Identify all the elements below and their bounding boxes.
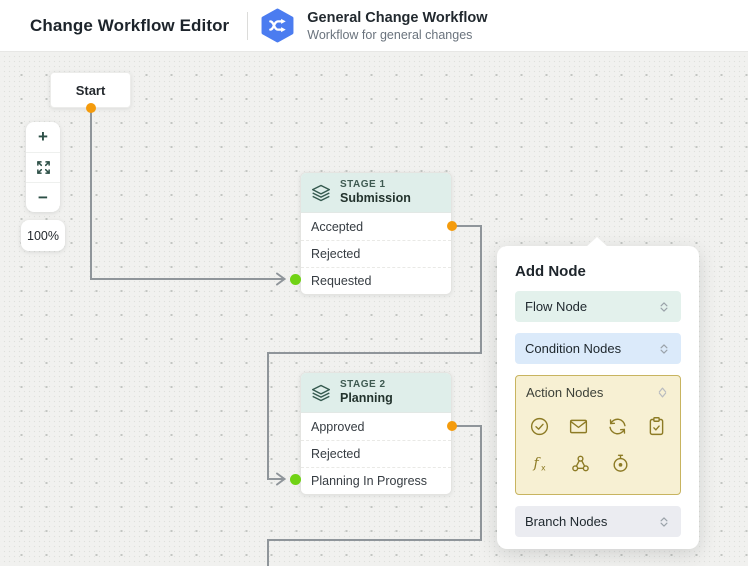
- function-icon[interactable]: f x: [529, 452, 551, 474]
- layers-icon: [311, 383, 331, 403]
- section-label: Flow Node: [525, 299, 588, 314]
- connector-lines: [90, 107, 482, 566]
- workflow-subtitle: Workflow for general changes: [307, 27, 473, 42]
- section-label: Action Nodes: [526, 385, 604, 400]
- zoom-out-button[interactable]: −: [26, 182, 60, 212]
- section-branch-nodes[interactable]: Branch Nodes: [515, 506, 681, 537]
- stage-node-planning[interactable]: STAGE 2 Planning Approved Rejected Plann…: [300, 372, 452, 495]
- status-row-rejected[interactable]: Rejected: [301, 440, 451, 467]
- shuffle-hexagon-icon: [260, 8, 295, 43]
- status-label: Rejected: [311, 447, 361, 461]
- svg-text:x: x: [540, 463, 545, 472]
- minus-icon: −: [38, 187, 48, 207]
- status-label: Accepted: [311, 219, 364, 234]
- status-row-approved[interactable]: Approved: [301, 413, 451, 440]
- svg-text:f: f: [532, 455, 541, 471]
- section-action-nodes: Action Nodes: [515, 375, 681, 495]
- stage-1-name: Submission: [340, 191, 411, 205]
- zoom-in-button[interactable]: +: [26, 122, 60, 152]
- start-out-port[interactable]: [86, 103, 96, 113]
- stage-1-accepted-out-port[interactable]: [447, 221, 457, 231]
- section-condition-nodes[interactable]: Condition Nodes: [515, 333, 681, 364]
- collapse-icon[interactable]: [655, 385, 670, 400]
- section-flow-node[interactable]: Flow Node: [515, 291, 681, 322]
- stage-1-label: STAGE 1: [340, 179, 386, 190]
- section-label: Branch Nodes: [525, 514, 608, 529]
- start-node[interactable]: Start: [50, 72, 131, 108]
- status-label: Approved: [311, 419, 365, 434]
- status-row-requested[interactable]: Requested: [301, 267, 451, 294]
- workflow-canvas[interactable]: Start + − 100%: [0, 52, 748, 566]
- stage-1-header[interactable]: STAGE 1 Submission: [301, 173, 451, 213]
- start-node-label: Start: [75, 82, 106, 98]
- status-row-rejected[interactable]: Rejected: [301, 240, 451, 267]
- chevron-updown-icon: [657, 300, 671, 314]
- add-node-panel: Add Node Flow Node Condition Nodes Actio…: [497, 237, 699, 549]
- page-title: Change Workflow Editor: [30, 15, 230, 35]
- sync-icon[interactable]: [607, 415, 628, 437]
- status-row-accepted[interactable]: Accepted: [301, 213, 451, 240]
- stage-node-submission[interactable]: STAGE 1 Submission Accepted Rejected Req…: [300, 172, 452, 295]
- clipboard-check-icon[interactable]: [646, 415, 667, 437]
- status-label: Requested: [311, 274, 372, 288]
- chevron-updown-icon: [657, 515, 671, 529]
- webhook-icon[interactable]: [569, 452, 591, 474]
- fit-view-button[interactable]: [26, 152, 60, 182]
- stage-2-planning-in-port[interactable]: [290, 473, 301, 485]
- zoom-controls: + −: [26, 122, 60, 212]
- header-divider: [247, 11, 249, 40]
- app-header: Change Workflow Editor General Change Wo…: [0, 0, 748, 52]
- stage-2-header[interactable]: STAGE 2 Planning: [301, 373, 451, 413]
- stage-1-requested-in-port[interactable]: [290, 273, 301, 285]
- stage-2-approved-out-port[interactable]: [447, 421, 457, 431]
- plus-icon: +: [38, 127, 48, 146]
- stage-2-name: Planning: [340, 391, 393, 405]
- check-circle-icon[interactable]: [529, 415, 550, 437]
- mail-icon[interactable]: [568, 415, 589, 437]
- workflow-name: General Change Workflow: [307, 9, 488, 26]
- expand-icon: [36, 160, 51, 175]
- timer-icon[interactable]: [609, 452, 631, 474]
- status-label: Planning In Progress: [311, 474, 428, 488]
- add-node-title: Add Node: [515, 263, 586, 280]
- zoom-level-badge[interactable]: 100%: [21, 220, 65, 251]
- stage-2-label: STAGE 2: [340, 379, 386, 390]
- status-label: Rejected: [311, 247, 361, 261]
- panel-pointer: [586, 237, 608, 247]
- status-row-planning-in-progress[interactable]: Planning In Progress: [301, 467, 451, 494]
- layers-icon: [311, 183, 331, 203]
- section-label: Condition Nodes: [525, 341, 622, 356]
- zoom-level-value: 100%: [27, 228, 59, 243]
- chevron-updown-icon: [657, 342, 671, 356]
